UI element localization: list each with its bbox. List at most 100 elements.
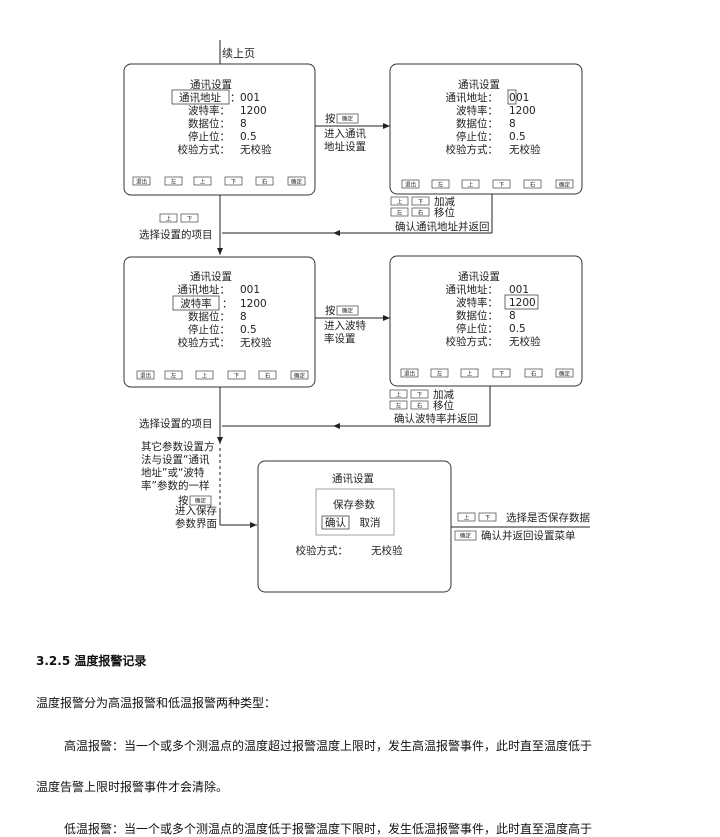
up-key: [193, 176, 212, 186]
ok-key-label: 确定: [460, 532, 472, 540]
field-label-parity: 校验方式：: [446, 335, 499, 348]
ok-key: [189, 495, 212, 506]
enter-address-label: 进入通讯: [324, 127, 366, 140]
field-label-stopbits: 停止位：: [456, 322, 498, 335]
field-label-address: 通讯地址：: [178, 283, 231, 296]
ok-key: [290, 370, 309, 380]
button-row: 退出 左 上 下 右 确定: [132, 176, 306, 186]
field-value-address: 001: [240, 92, 260, 104]
field-value-stopbits: 0.5: [240, 131, 257, 143]
right-key-label: 右: [530, 181, 536, 189]
add-sub-label: 加减: [433, 389, 454, 401]
confirm-address-return-label: 确认通讯地址并返回: [395, 220, 490, 233]
left-key-label: 左: [397, 209, 403, 217]
down-key: [492, 179, 511, 189]
left-key: [431, 179, 450, 189]
ok-key: [555, 179, 574, 189]
add-sub-label: 加减: [434, 196, 455, 208]
save-dialog: [315, 488, 395, 536]
down-key: [180, 213, 199, 223]
field-value-baud: 1200: [240, 105, 267, 117]
button-row: 退出 左 上 下 右 确定: [401, 179, 574, 189]
field-label-databits: 数据位：: [188, 310, 230, 323]
confirm-option: 确认: [325, 516, 346, 529]
button-row: 退出 左 上 下 右 确定: [400, 368, 574, 378]
note-line: 率”参数的一样: [141, 479, 209, 492]
ok-key-label: 确定: [559, 181, 571, 189]
field-value-address: 001: [509, 284, 529, 296]
screen-edit-address: 通讯设置 通讯地址： 0 01 波特率： 1200 数据位： 8 停止位： 0.…: [389, 63, 583, 195]
address-digits-rest: 01: [516, 92, 529, 104]
field-value-baud: 1200: [240, 298, 267, 310]
left-key-label: 左: [171, 178, 177, 186]
select-item-label: 选择设置的项目: [139, 417, 213, 430]
field-label-parity: 校验方式：: [296, 544, 349, 557]
right-key-label: 右: [262, 178, 268, 186]
section-heading: 3.2.5 温度报警记录: [36, 654, 147, 668]
select-item-label: 选择设置的项目: [139, 228, 213, 241]
up-key-label: 上: [397, 198, 403, 206]
field-label-stopbits: 停止位：: [456, 130, 498, 143]
up-key: [159, 213, 178, 223]
ok-key: [287, 176, 306, 186]
left-key-label: 左: [437, 370, 443, 378]
field-label-databits: 数据位：: [456, 309, 498, 322]
field-value-parity: 无校验: [240, 143, 272, 156]
down-key: [478, 512, 497, 522]
field-value-parity: 无校验: [240, 336, 272, 349]
left-key-label: 左: [396, 402, 402, 410]
up-key-label: 上: [200, 178, 206, 186]
field-value-stopbits: 0.5: [509, 131, 526, 143]
field-label-baud: 波特率：: [188, 104, 230, 117]
field-label-parity: 校验方式：: [178, 336, 231, 349]
confirm-option-box: [321, 515, 350, 530]
screen-title: 通讯设置: [332, 472, 374, 485]
field-value-baud: 1200: [509, 105, 536, 117]
ok-key-label: 确定: [294, 372, 306, 380]
down-key: [411, 196, 430, 206]
down-key-label: 下: [231, 179, 237, 186]
exit-key-label: 退出: [136, 178, 147, 186]
down-key-label: 下: [234, 373, 240, 380]
note-line: 其它参数设置方: [141, 440, 215, 453]
digit-cursor: [507, 89, 517, 105]
continued-label: 续上页: [222, 46, 255, 60]
field-value-databits: 8: [240, 118, 247, 130]
choose-save-label: 选择是否保存数据: [506, 511, 590, 524]
up-key-label: 上: [202, 372, 208, 380]
enter-save-label: 进入保存: [175, 504, 217, 517]
ok-key-label: 确定: [342, 307, 354, 315]
other-params-note: 其它参数设置方 法与设置“通讯 地址”或“波特 率”参数的一样: [141, 440, 215, 492]
exit-key: [400, 368, 419, 378]
left-key: [164, 370, 183, 380]
up-key-label: 上: [166, 215, 172, 223]
field-label-parity: 校验方式：: [178, 143, 231, 156]
left-key: [390, 207, 409, 217]
field-value-parity: 无校验: [509, 335, 541, 348]
selection-box: [172, 295, 220, 311]
field-label-stopbits: 停止位：: [188, 130, 230, 143]
selection-box: [171, 89, 230, 105]
field-value-databits: 8: [509, 310, 516, 322]
confirm-baud-return-label: 确认波特率并返回: [394, 412, 478, 425]
value-edit-box: [504, 294, 539, 310]
ok-key-label: 确定: [559, 370, 571, 378]
down-key-label: 下: [485, 515, 491, 522]
screen-edit-baud: 通讯设置 通讯地址： 001 波特率： 1200 数据位： 8 停止位： 0.5…: [389, 255, 583, 387]
up-key-label: 上: [467, 370, 473, 378]
press-label: 按: [178, 494, 189, 507]
field-label-baud: 波特率：: [456, 296, 498, 309]
screen-select-baud: 通讯设置 通讯地址： 001 波特率 ： 1200 数据位： 8 停止位： 0.…: [123, 256, 316, 388]
shift-label: 移位: [433, 399, 454, 412]
screen-select-address: 通讯设置 通讯地址 ： 001 波特率： 1200 数据位： 8 停止位： 0.…: [123, 63, 316, 196]
field-value-stopbits: 0.5: [240, 324, 257, 336]
intro-paragraph: 温度报警分为高温报警和低温报警两种类型：: [36, 696, 277, 710]
note-line: 法与设置“通讯: [141, 453, 210, 466]
field-label-baud: 波特率：: [456, 104, 498, 117]
confirm-return-menu-label: 确认并返回设置菜单: [481, 529, 576, 542]
screen-title: 通讯设置: [190, 270, 232, 283]
exit-key: [136, 370, 155, 380]
field-value-address: 001: [240, 284, 260, 296]
right-key-label: 右: [265, 372, 271, 380]
ok-key: [555, 368, 574, 378]
